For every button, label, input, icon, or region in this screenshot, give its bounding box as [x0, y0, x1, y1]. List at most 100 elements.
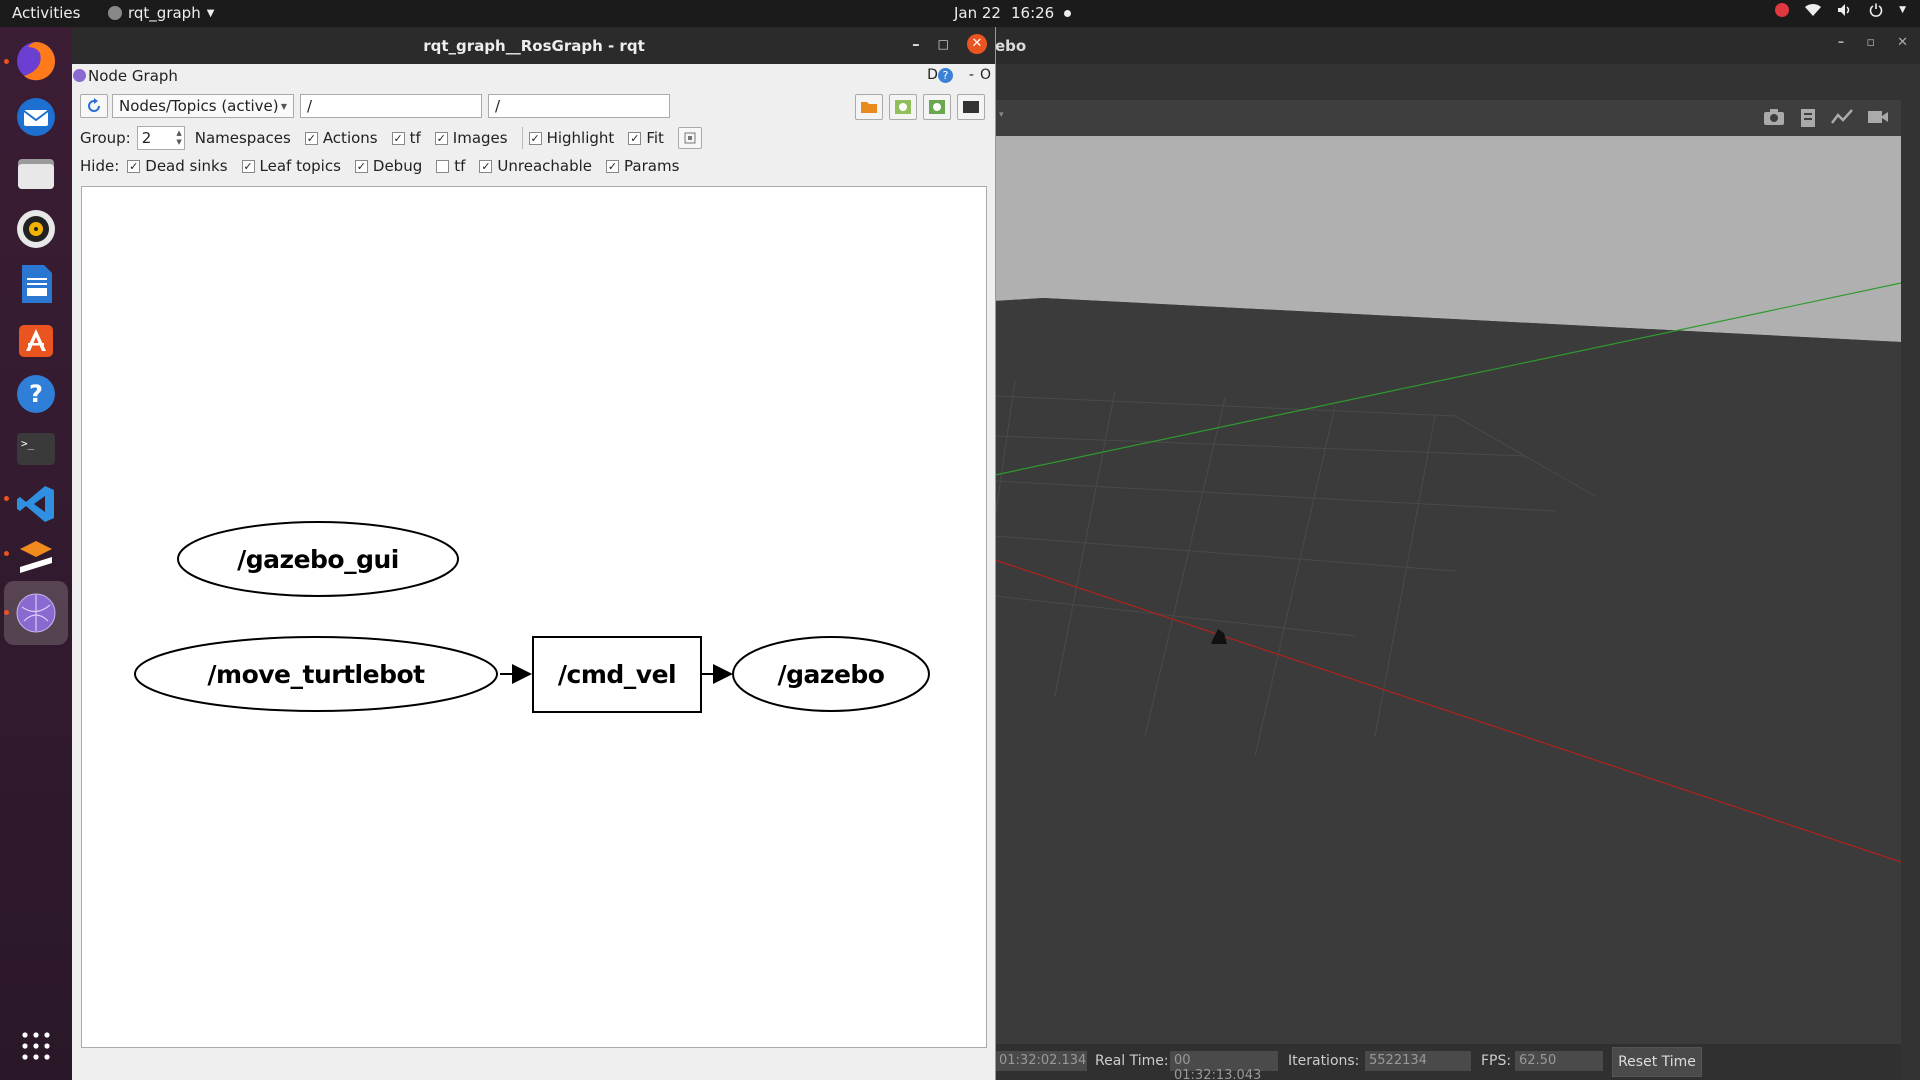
fit-checkbox[interactable]: ✓Fit: [628, 129, 664, 147]
fps-value: 62.50: [1515, 1051, 1603, 1071]
group-spinbox[interactable]: 2 ▲▼: [136, 126, 185, 150]
minimize-icon[interactable]: –: [912, 35, 920, 53]
leaf-topics-checkbox[interactable]: ✓Leaf topics: [241, 157, 341, 175]
dock-d-button[interactable]: D: [927, 67, 938, 83]
show-apps-icon[interactable]: [10, 1020, 62, 1072]
iterations-value: 5522134: [1365, 1051, 1471, 1071]
gazebo-title-bar[interactable]: ebo – ▫ ✕: [995, 27, 1920, 64]
gazebo-3d-view[interactable]: [995, 136, 1901, 1044]
refresh-icon: [88, 98, 100, 112]
highlight-checkbox[interactable]: ✓Highlight: [528, 129, 614, 147]
activities-button[interactable]: Activities: [12, 4, 81, 22]
terminal-icon[interactable]: >_: [10, 423, 62, 475]
video-icon[interactable]: [1867, 108, 1889, 126]
actions-label: Actions: [322, 129, 378, 147]
actions-checkbox[interactable]: ✓Actions: [304, 129, 378, 147]
clock[interactable]: Jan 22 16:26: [954, 4, 1072, 22]
clock-time: 16:26: [1010, 4, 1055, 22]
params-checkbox[interactable]: ✓Params: [606, 157, 679, 175]
save-svg-button[interactable]: [923, 94, 951, 120]
topic-cmd-vel-label: /cmd_vel: [558, 660, 676, 689]
graph-canvas[interactable]: /gazebo_gui /move_turtlebot /cmd_vel /ga…: [81, 186, 987, 1048]
software-icon[interactable]: [10, 313, 62, 365]
fit-in-view-button[interactable]: [677, 127, 702, 149]
unreachable-checkbox[interactable]: ✓Unreachable: [479, 157, 592, 175]
node-move-turtlebot-label: /move_turtlebot: [207, 660, 425, 689]
power-icon: [1869, 3, 1883, 17]
hide-row: Hide: ✓Dead sinks ✓Leaf topics ✓Debug tf…: [80, 157, 693, 175]
app-menu[interactable]: rqt_graph ▼: [108, 4, 214, 22]
topic-filter-value: /: [495, 97, 501, 115]
checkmark-icon: ✓: [528, 131, 542, 145]
checkmark-icon: ✓: [127, 159, 141, 173]
rqt-window-title: rqt_graph__RosGraph - rqt: [423, 37, 645, 55]
rqt-title-bar[interactable]: rqt_graph__RosGraph - rqt – □ ✕: [72, 27, 995, 64]
node-gazebo[interactable]: /gazebo: [732, 636, 930, 712]
save-dot-button[interactable]: [889, 94, 917, 120]
images-checkbox[interactable]: ✓Images: [434, 129, 508, 147]
node-move-turtlebot[interactable]: /move_turtlebot: [134, 636, 498, 712]
node-gazebo-gui-label: /gazebo_gui: [237, 545, 399, 574]
hide-tf-checkbox[interactable]: tf: [436, 157, 465, 175]
fit-label: Fit: [646, 129, 664, 147]
graph-mode-select[interactable]: Nodes/Topics (active) ▼: [112, 94, 294, 118]
system-tray[interactable]: ▼: [1775, 3, 1906, 17]
node-gazebo-label: /gazebo: [778, 660, 885, 689]
unreachable-label: Unreachable: [497, 157, 593, 175]
topic-filter-input[interactable]: /: [488, 94, 670, 118]
namespaces-checkbox[interactable]: Namespaces: [195, 129, 291, 147]
files-icon[interactable]: [10, 147, 62, 199]
node-graph-icon: [73, 69, 86, 82]
minimize-icon[interactable]: –: [1837, 35, 1845, 50]
plugin-title: Node Graph: [88, 67, 178, 85]
hide-tf-label: tf: [454, 157, 466, 175]
rhythmbox-icon[interactable]: [10, 203, 62, 255]
close-plugin-button[interactable]: O: [979, 67, 991, 83]
image-icon: [963, 101, 979, 113]
tf-checkbox[interactable]: ✓tf: [391, 129, 421, 147]
maximize-icon[interactable]: □: [937, 37, 949, 51]
load-dot-button[interactable]: [855, 94, 883, 120]
checkmark-icon: ✓: [391, 131, 405, 145]
group-label: Group:: [80, 129, 131, 147]
help-icon[interactable]: ?: [10, 368, 62, 420]
thunderbird-icon[interactable]: [10, 91, 62, 143]
dead-sinks-checkbox[interactable]: ✓Dead sinks: [127, 157, 228, 175]
writer-icon[interactable]: [10, 258, 62, 310]
firefox-icon[interactable]: [10, 35, 62, 87]
spin-arrows-icon[interactable]: ▲▼: [176, 129, 182, 146]
running-indicator: [4, 610, 9, 615]
rqt-icon[interactable]: [4, 581, 68, 645]
debug-checkbox[interactable]: ✓Debug: [354, 157, 422, 175]
plot-icon[interactable]: [1831, 108, 1853, 126]
volume-icon: [1838, 4, 1850, 16]
gazebo-scene: [995, 136, 1901, 1044]
params-label: Params: [624, 157, 680, 175]
maximize-icon[interactable]: ▫: [1866, 35, 1876, 50]
close-icon[interactable]: ✕: [1897, 35, 1908, 50]
chevron-down-icon[interactable]: ▾: [999, 110, 1004, 120]
node-filter-input[interactable]: /: [300, 94, 482, 118]
rqt-window-controls: – □ ✕: [912, 34, 987, 54]
help-icon[interactable]: ?: [937, 67, 953, 83]
vscode-icon[interactable]: [10, 478, 62, 530]
camera-icon[interactable]: [1763, 108, 1785, 126]
gazebo-window[interactable]: ebo – ▫ ✕ ▾: [995, 27, 1920, 1080]
turtlebot-model[interactable]: [1211, 629, 1227, 644]
plugin-header: Node Graph D ? - O: [72, 64, 995, 88]
sublime-icon[interactable]: [10, 533, 62, 585]
hide-label: Hide:: [80, 157, 120, 175]
chevron-down-icon: ▼: [206, 7, 215, 19]
refresh-button[interactable]: [80, 94, 108, 118]
svg-text:>_: >_: [21, 437, 35, 450]
checkbox-empty-icon: [436, 159, 450, 173]
rqt-window[interactable]: rqt_graph__RosGraph - rqt – □ ✕ Node Gra…: [72, 27, 996, 1080]
save-image-button[interactable]: [957, 94, 985, 120]
reset-time-button[interactable]: Reset Time: [1612, 1047, 1702, 1077]
minimize-plugin-button[interactable]: -: [968, 67, 974, 83]
topic-cmd-vel[interactable]: /cmd_vel: [532, 636, 702, 713]
close-icon[interactable]: ✕: [967, 34, 987, 54]
log-icon[interactable]: [1799, 108, 1817, 128]
checkmark-icon: ✓: [354, 159, 368, 173]
node-gazebo-gui[interactable]: /gazebo_gui: [177, 521, 459, 597]
